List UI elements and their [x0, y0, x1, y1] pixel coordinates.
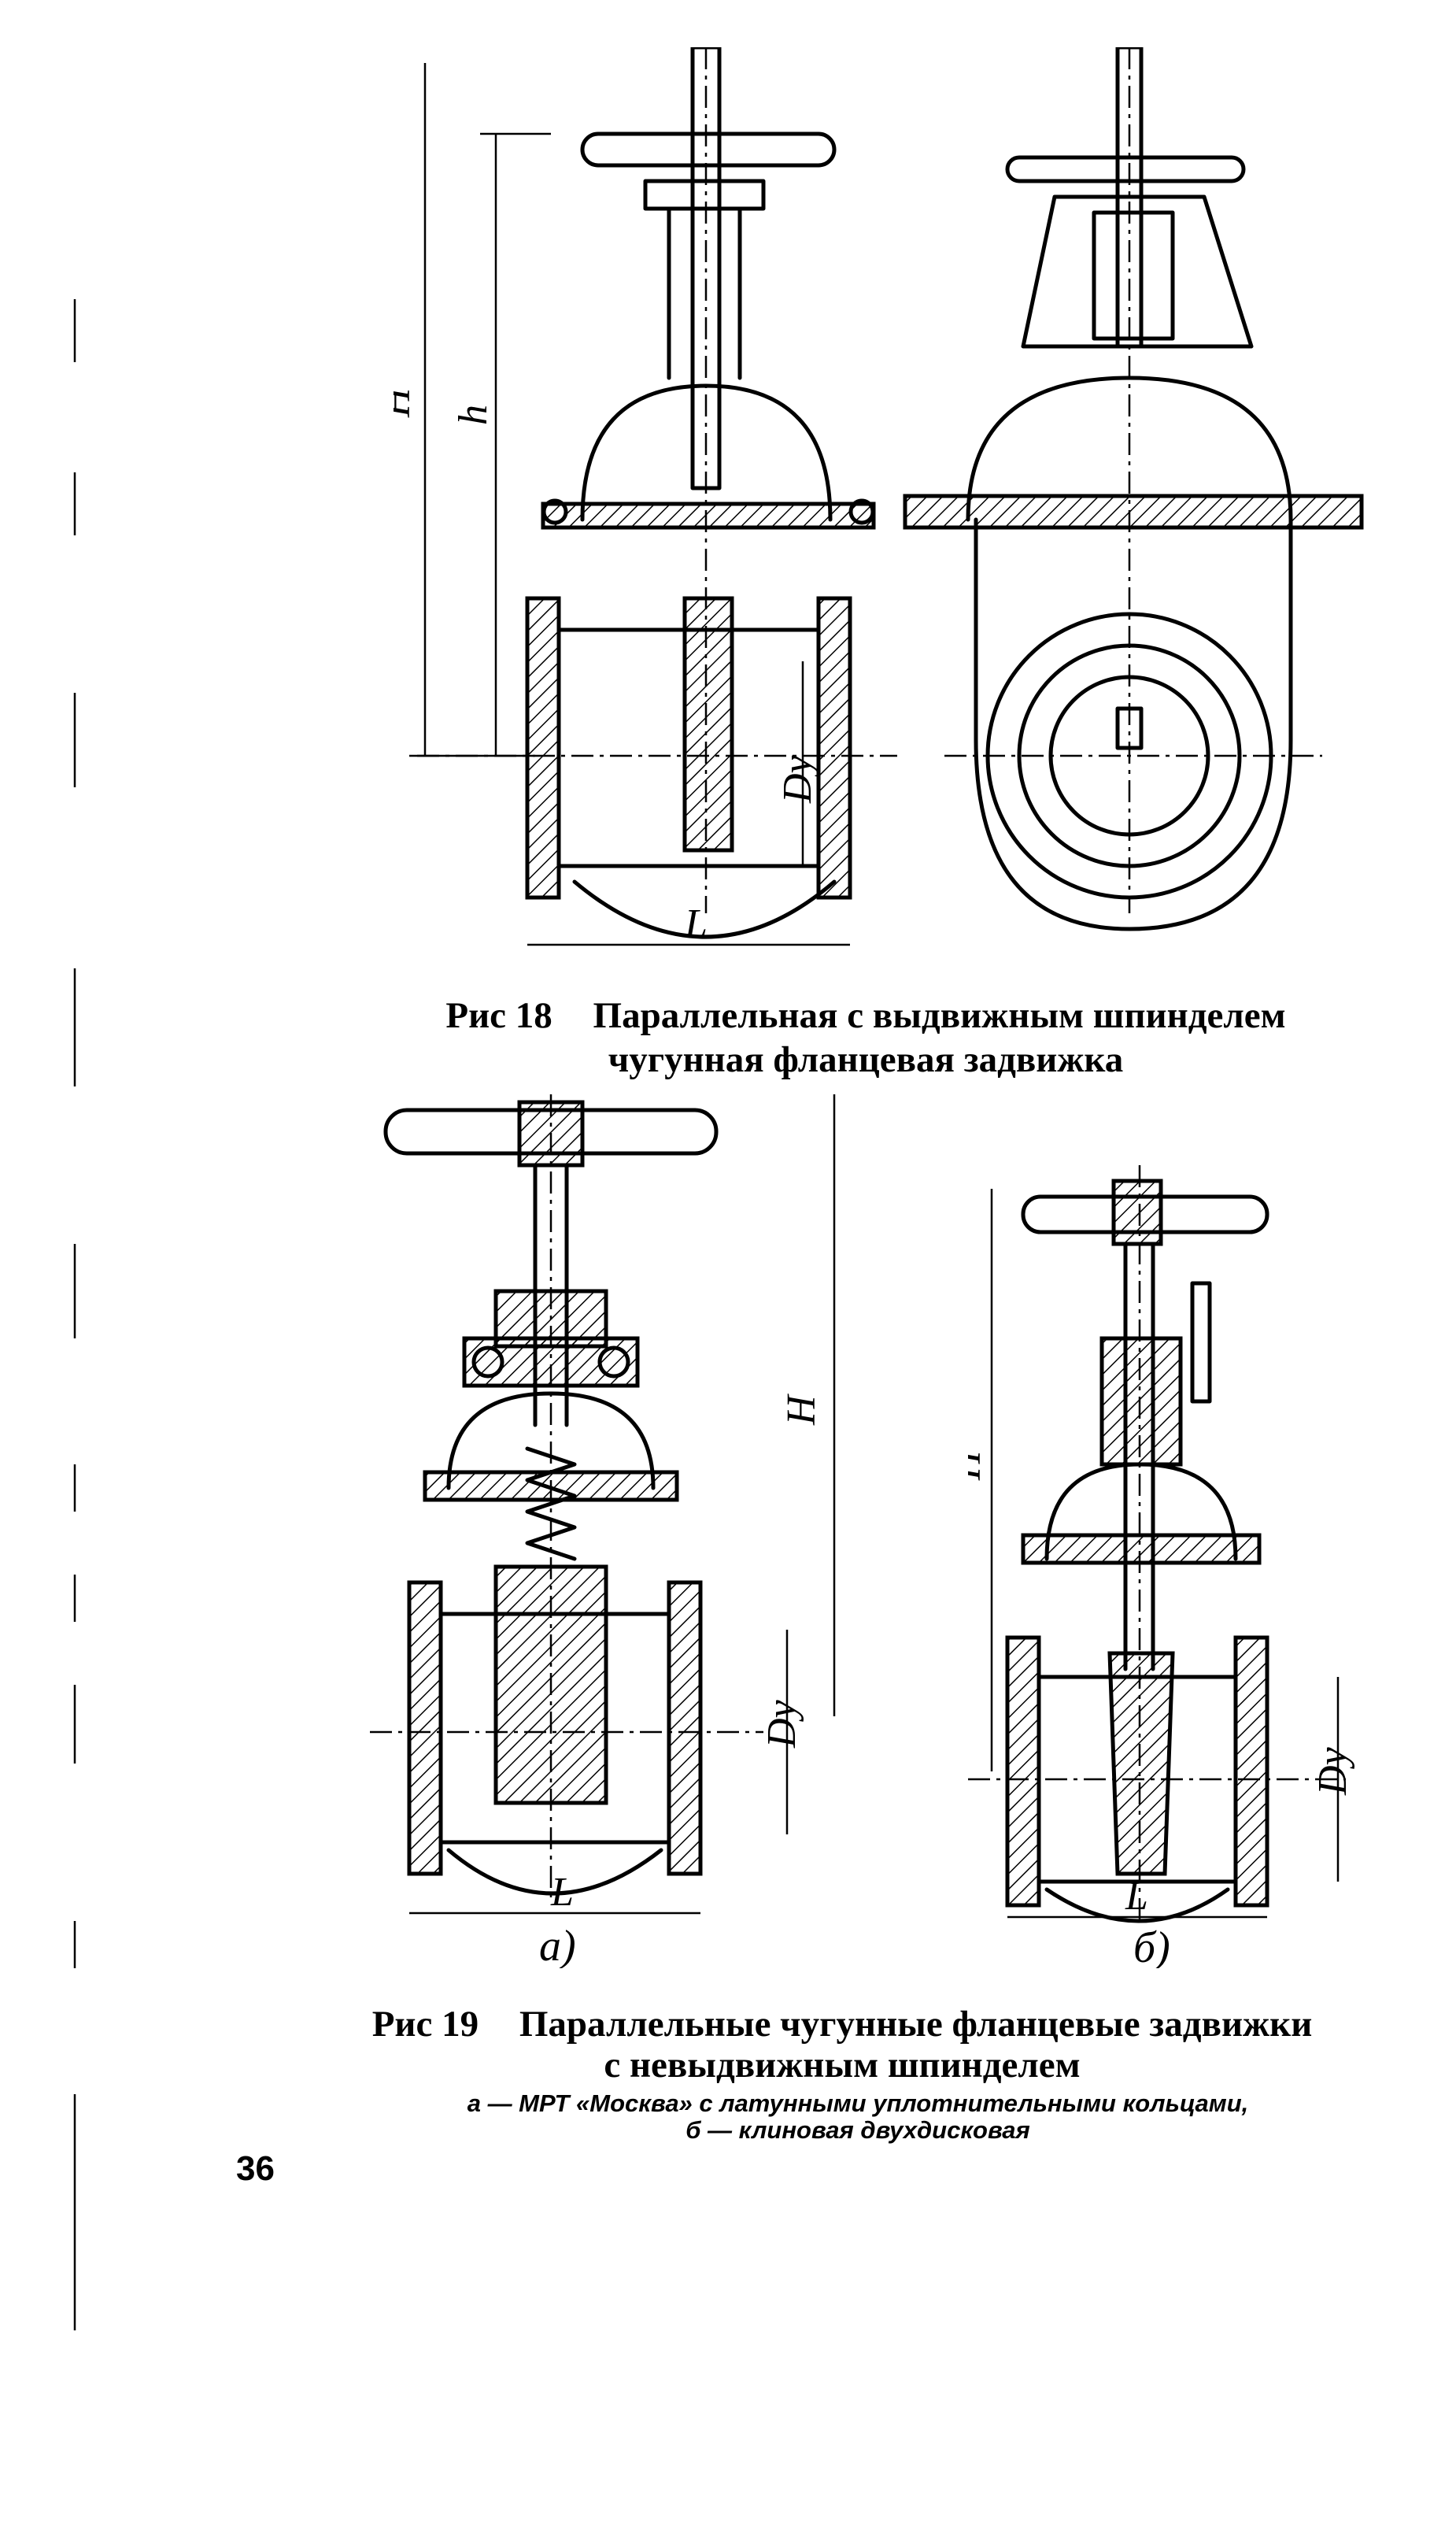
fig18-dim-H-label: H — [394, 386, 419, 418]
fig19-legend-line1: а — МРТ «Москва» с латунными уплотнитель… — [467, 2089, 1249, 2117]
scan-margin-marks — [73, 299, 76, 2330]
fig18-dim-L-label: L — [684, 901, 708, 946]
fig18-drawing: H h — [394, 47, 1364, 946]
fig19-caption-line2: с невыдвижным шпинделем — [604, 2045, 1081, 2086]
fig19a-dim-Dy-label: Dy — [759, 1699, 804, 1749]
fig19a-sublabel: а) — [539, 1922, 576, 1968]
fig19a-dim-L-label: L — [550, 1870, 574, 1915]
fig18-caption: Рис 18 Параллельная с выдвижным шпинделе… — [331, 994, 1401, 1082]
fig18-dim-Dy-label: Dy — [775, 754, 820, 804]
fig19b-dim-L-label: L — [1125, 1874, 1148, 1919]
fig19b-dim-Dy-label: Dy — [1310, 1746, 1355, 1796]
fig19b-dim-H-label: H — [968, 1449, 989, 1481]
fig19a-drawing: H Dy L а) — [370, 1094, 836, 1968]
fig19-caption-text1: Параллельные чугунные фланцевые задвижки — [519, 2004, 1313, 2045]
fig18-side-view — [903, 47, 1364, 931]
fig18-front-view: Dy L — [417, 47, 897, 946]
fig18-label: Рис 18 — [445, 995, 552, 1036]
fig19-caption: Рис 19 Параллельные чугунные фланцевые з… — [260, 2004, 1425, 2086]
fig19-label: Рис 19 — [371, 2004, 479, 2045]
fig18-caption-line2: чугунная фланцевая задвижка — [608, 1039, 1124, 1080]
fig19-caption-line1: Рис 19 Параллельные чугунные фланцевые з… — [260, 2004, 1425, 2045]
fig18-dim-h: h — [451, 132, 551, 756]
fig18-caption-line1: Рис 18 Параллельная с выдвижным шпинделе… — [331, 994, 1401, 1038]
fig18-dim-h-label: h — [451, 405, 496, 425]
fig19b-sublabel: б) — [1133, 1923, 1170, 1968]
page-number: 36 — [236, 2149, 275, 2188]
fig19b-drawing: H Dy L б) — [968, 1165, 1355, 1968]
fig19a-dim-H-label: H — [779, 1393, 824, 1426]
fig19-legend-line2: б — клиновая двухдисковая — [686, 2116, 1030, 2144]
fig18-caption-text1: Параллельная с выдвижным шпинделем — [593, 995, 1286, 1036]
fig19-legend: а — МРТ «Москва» с латунными уплотнитель… — [299, 2090, 1417, 2144]
